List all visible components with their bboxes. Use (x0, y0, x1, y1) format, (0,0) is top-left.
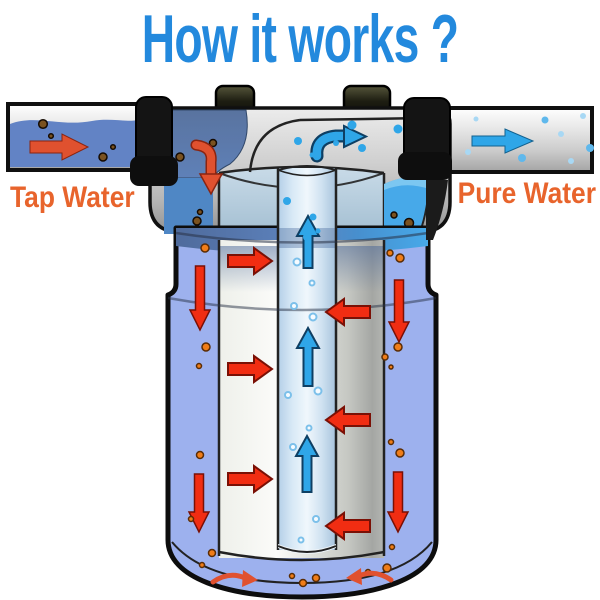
down-arrow-icon (386, 471, 410, 534)
inward-arrow-icon (324, 405, 371, 435)
inlet-down-elbow-arrow-icon (190, 139, 224, 196)
outlet-duct-curve (248, 118, 301, 173)
dirty-water-down-arrows (187, 265, 411, 534)
up-arrow-icon (295, 325, 321, 387)
up-arrow-icon (295, 213, 321, 269)
down-arrow-icon (188, 265, 212, 332)
outlet-coupling-flare (398, 152, 452, 180)
inlet-coupling-flare (130, 156, 178, 186)
head-corner-shadow (426, 180, 448, 240)
cartridge-bottom-edge (218, 550, 385, 562)
down-arrow-icon (187, 473, 211, 534)
dirty-water-inward-arrows (227, 246, 371, 541)
filter-bowl (165, 165, 439, 600)
head-impurity-dots (175, 138, 415, 229)
down-arrow-icon (387, 279, 411, 344)
up-arrow-icon (294, 433, 320, 493)
swirl-arrow-icon (242, 570, 258, 587)
inlet-flow-arrow-icon (29, 133, 90, 161)
tap-water-label: Tap Water (10, 179, 135, 213)
inward-arrow-icon (227, 246, 274, 276)
clean-water-up-arrows (294, 213, 321, 493)
pure-water-label: Pure Water (458, 175, 596, 209)
bottom-swirl-arrows (210, 568, 394, 587)
inward-arrow-icon (227, 354, 274, 384)
inward-arrow-icon (324, 511, 371, 541)
outlet-flow-arrow-icon (471, 128, 535, 154)
page-title: How it works ? (142, 1, 459, 77)
pure-water-bubbles-light (465, 113, 586, 164)
inward-arrow-icon (227, 464, 274, 494)
bowl-seam-upper (175, 231, 429, 244)
pure-water-bubbles-mid (518, 116, 594, 162)
tube-solid-bubbles (283, 197, 321, 241)
pipe-couplings (130, 96, 452, 240)
inlet-impurity-dots (37, 118, 117, 162)
tube-ring-bubbles (284, 257, 323, 544)
inlet-pipe (6, 102, 152, 172)
inward-arrow-icon (324, 297, 371, 327)
outlet-elbow-arrow-icon (310, 124, 369, 163)
swirl-arrow-icon (346, 568, 362, 585)
outlet-pipe (446, 106, 594, 174)
